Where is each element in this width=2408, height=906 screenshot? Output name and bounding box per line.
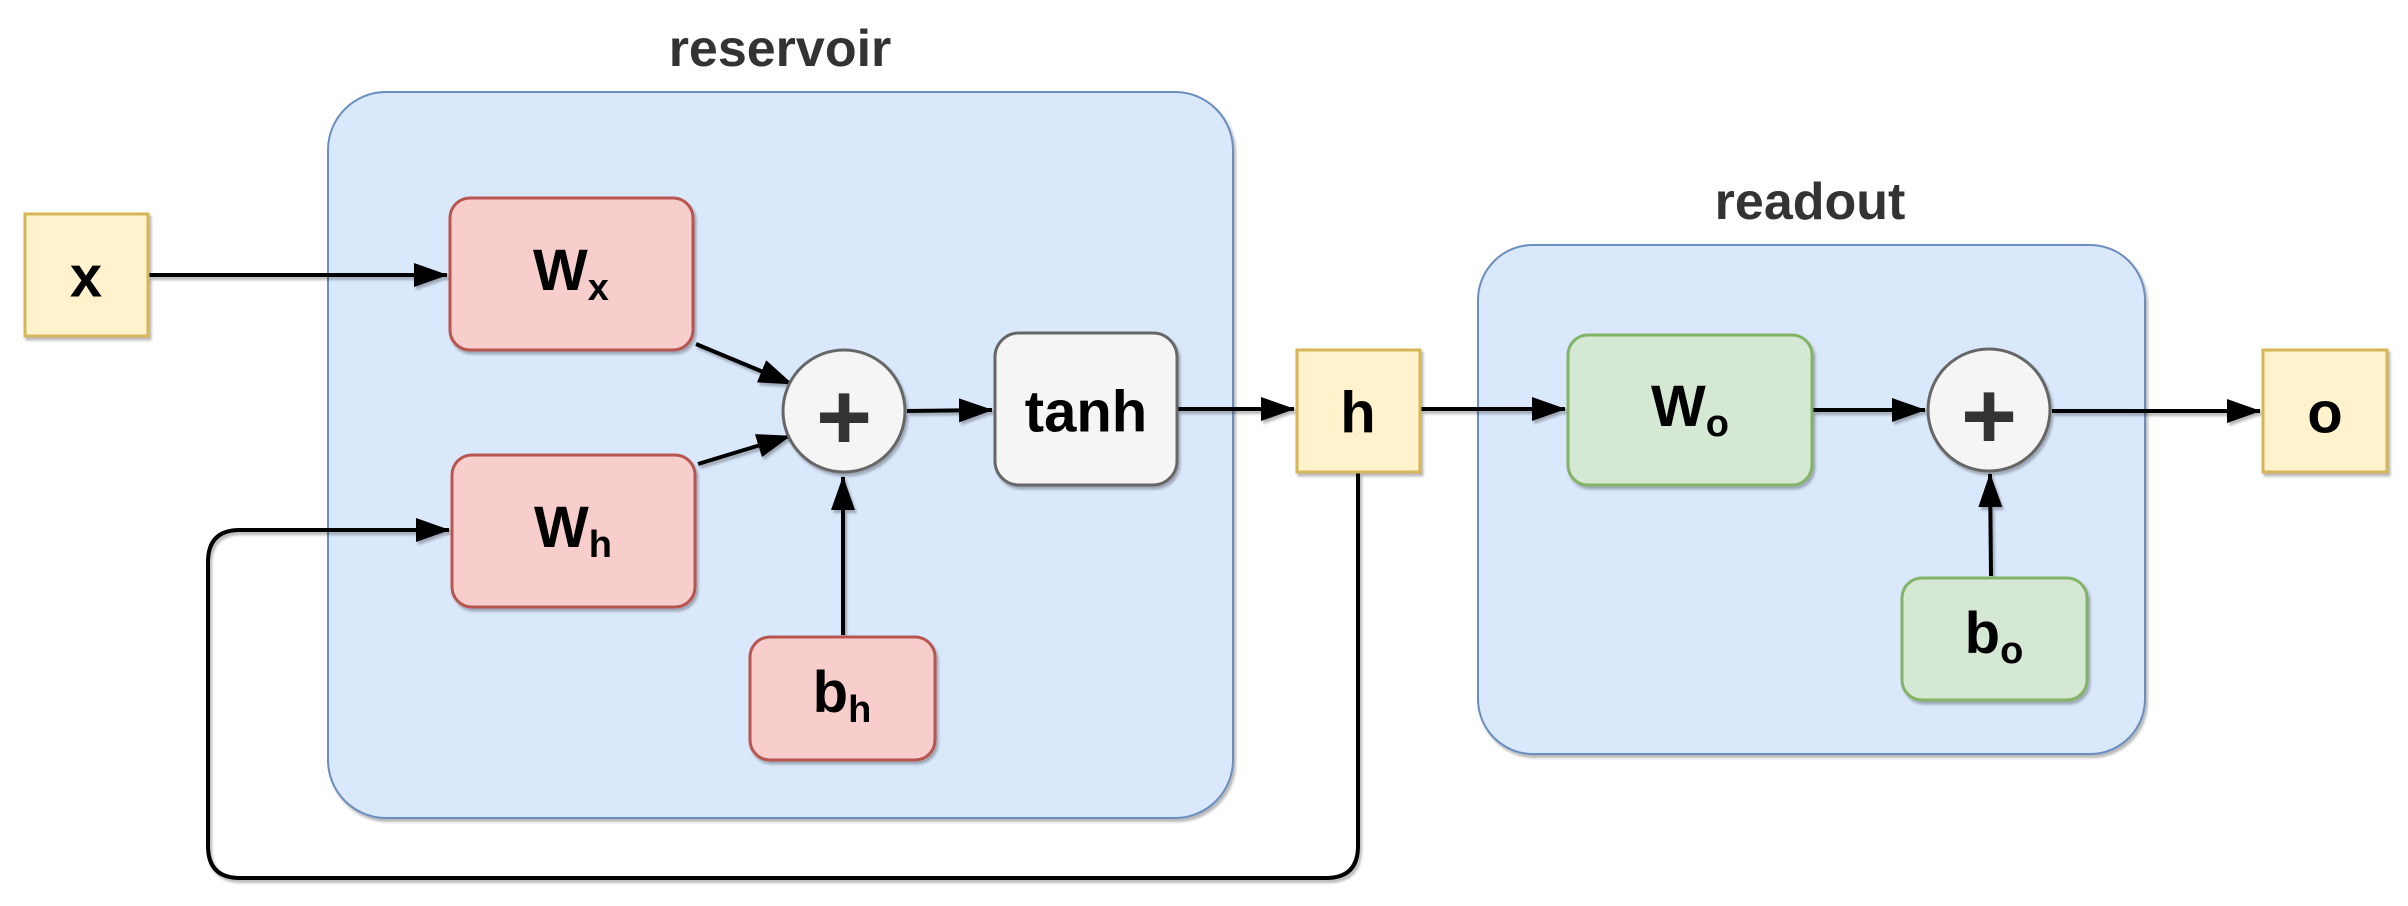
edge-wh-to-sum1 [697, 434, 791, 466]
node-wx-label: Wx [533, 238, 609, 310]
node-tanh [993, 331, 1179, 487]
node-bo-label-sub: o [2000, 630, 2023, 672]
node-x [23, 212, 150, 338]
node-wh [450, 453, 697, 609]
node-bh-label-sub: h [848, 689, 871, 731]
node-wx [448, 196, 695, 352]
node-wx-label-sub: x [588, 267, 609, 309]
readout-label: readout [1715, 173, 1906, 231]
node-h-label: h [1340, 381, 1375, 446]
node-sum1 [781, 348, 907, 474]
node-x-label: x [70, 245, 102, 310]
node-sum2-label: + [1961, 363, 2017, 470]
node-bh-label: bh [813, 660, 872, 732]
node-wo-label-sub: o [1706, 403, 1729, 445]
node-bh-label-main: b [813, 660, 848, 725]
node-bo [1900, 576, 2089, 702]
node-tanh-label: tanh [1025, 380, 1147, 445]
node-wo-label-main: W [1651, 374, 1706, 439]
reservoir-label: reservoir [669, 20, 892, 78]
node-sum2 [1926, 347, 2052, 473]
node-wh-label: Wh [534, 495, 612, 567]
node-bh [748, 635, 937, 762]
node-wo-label: Wo [1651, 374, 1729, 446]
node-wx-label-main: W [533, 238, 588, 303]
node-wh-label-main: W [534, 495, 589, 560]
edge-h-to-wh-feedback-loop [206, 473, 1360, 880]
node-bo-label: bo [1965, 601, 2024, 673]
node-h [1295, 348, 1422, 474]
node-o [2261, 348, 2389, 474]
node-sum1-label: + [816, 364, 872, 471]
node-wo [1566, 333, 1814, 487]
edge-sum1-to-tanh [906, 398, 993, 423]
edge-wx-to-sum1 [695, 342, 793, 386]
node-o-label: o [2307, 381, 2342, 446]
edge-bo-to-sum2 [1978, 473, 2003, 577]
node-wh-label-sub: h [589, 524, 612, 566]
node-bo-label-main: b [1965, 601, 2000, 666]
